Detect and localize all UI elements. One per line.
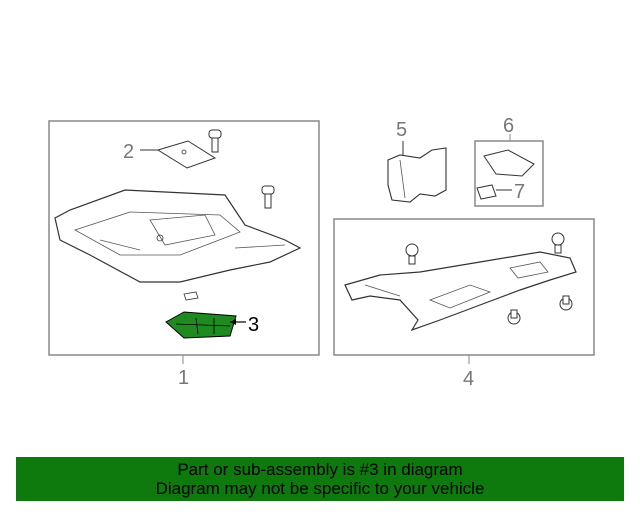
part-6-cover[interactable]	[483, 149, 535, 177]
part-2-plate[interactable]	[156, 140, 217, 169]
clip-4-bottom[interactable]	[507, 309, 521, 325]
part-1-engine-under-cover[interactable]	[54, 189, 302, 283]
callout-4[interactable]: 4	[463, 368, 474, 390]
clip-4-bottom-right[interactable]	[559, 295, 573, 311]
callout-3[interactable]: 3	[248, 314, 259, 336]
callout-7[interactable]: 7	[514, 181, 525, 203]
clip-top[interactable]	[208, 129, 222, 153]
clip-4-left[interactable]	[405, 243, 419, 265]
small-tab	[183, 291, 199, 301]
callout-5[interactable]: 5	[396, 119, 407, 141]
part-7-clip[interactable]	[476, 184, 497, 200]
banner-line-2: Diagram may not be specific to your vehi…	[155, 479, 485, 498]
group-4-frame	[333, 218, 595, 356]
part-4-under-cover[interactable]	[344, 251, 577, 332]
group-1-frame	[48, 120, 320, 356]
group-6-frame	[474, 140, 544, 207]
callout-1[interactable]: 1	[178, 367, 189, 389]
part-5-bracket[interactable]	[387, 147, 447, 203]
banner-line-1: Part or sub-assembly is #3 in diagram	[177, 460, 463, 479]
part-3-highlighted[interactable]	[165, 311, 237, 339]
clip-right[interactable]	[261, 185, 275, 209]
callout-6[interactable]: 6	[503, 115, 514, 137]
info-banner: Part or sub-assembly is #3 in diagram Di…	[16, 457, 624, 501]
clip-4-right[interactable]	[551, 232, 565, 254]
callout-2[interactable]: 2	[123, 141, 134, 163]
